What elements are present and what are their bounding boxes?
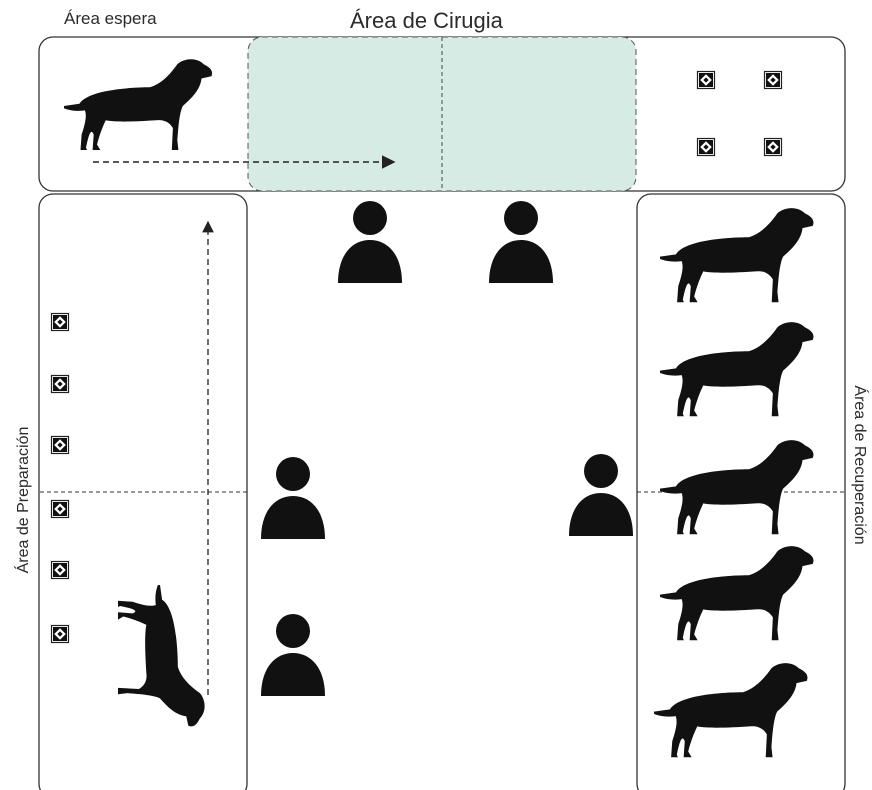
surgery-area-label: Área de Cirugia [350,8,503,33]
dog-silhouette-icon [64,59,213,150]
person-icon [489,201,553,283]
dog-silhouette-icon [654,663,808,758]
dog-silhouette-icon [660,546,814,641]
diamond-station-icon [50,624,70,644]
person-icon [338,201,402,283]
diamond-station-icon [50,312,70,332]
diamond-station-icon [763,70,783,90]
recovery-area-box [636,193,846,790]
dog-silhouette-icon [660,440,814,535]
person-icon [569,454,633,536]
diamond-station-icon [763,137,783,157]
dog-silhouette-icon [660,208,814,303]
person-icon [261,614,325,696]
diamond-station-icon [696,137,716,157]
preparation-area-box [38,193,248,790]
recovery-area-label: Área de Recuperación [851,385,868,545]
dog-silhouette-icon [118,585,205,727]
preparation-area-label: Área de Preparación [15,426,32,574]
diamond-station-icon [50,374,70,394]
diamond-station-icon [696,70,716,90]
waiting-area-label: Área espera [64,9,157,28]
diamond-station-icon [50,560,70,580]
person-icon [261,457,325,539]
diamond-station-icon [50,435,70,455]
diamond-station-icon [50,499,70,519]
dog-silhouette-icon [660,322,814,417]
